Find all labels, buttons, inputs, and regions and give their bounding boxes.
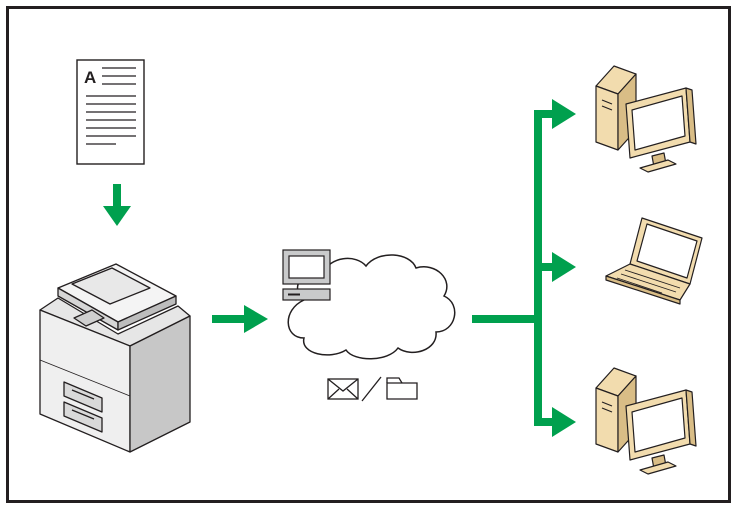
- envelope-icon: [327, 378, 359, 400]
- document-letter: A: [84, 68, 96, 87]
- text-document-icon: A: [76, 59, 145, 165]
- laptop-computer-icon: [605, 217, 703, 305]
- folder-icon: [386, 377, 418, 400]
- desktop-computer-icon: [595, 367, 697, 475]
- server-computer-icon: [282, 249, 331, 301]
- right-arrow-icon: [212, 305, 268, 333]
- desktop-computer-icon: [595, 65, 697, 173]
- multifunction-printer-icon: [39, 263, 191, 453]
- down-arrow-icon: [103, 184, 131, 226]
- slash-separator: [361, 376, 382, 402]
- distribution-branch: [472, 99, 576, 437]
